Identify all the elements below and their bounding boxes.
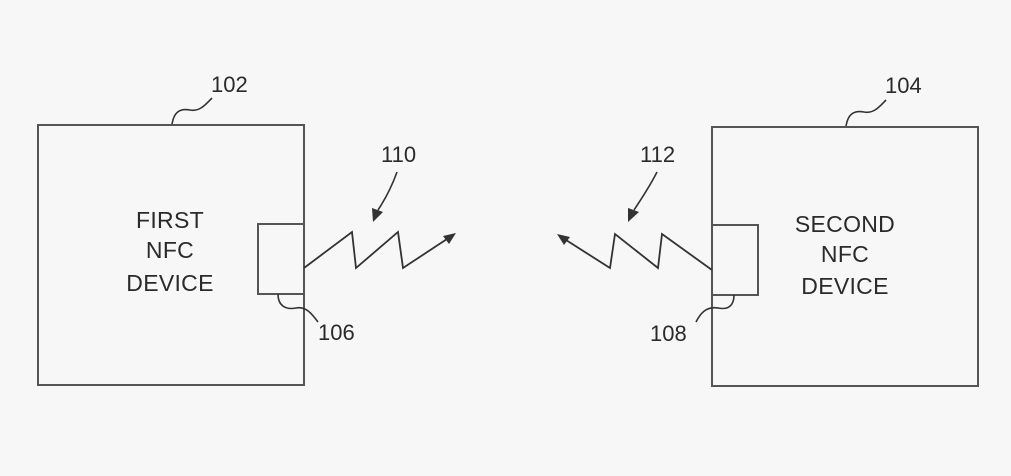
first-antenna-ref: 106 [318, 320, 355, 345]
first-device-label-line-3: DEVICE [126, 270, 213, 296]
second-antenna-ref-leader [695, 294, 735, 323]
first-antenna-box [257, 223, 305, 295]
second-signal-arrowhead [557, 234, 570, 245]
second-device-label-line-2: NFC [821, 241, 869, 267]
first-signal-ref-arrowhead [372, 208, 383, 222]
second-antenna-box [711, 224, 759, 296]
second-nfc-device: SECOND NFC DEVICE 104 108 [650, 73, 979, 387]
second-device-ref: 104 [885, 73, 922, 98]
second-signal-ref: 112 [640, 142, 675, 167]
second-device-label-line-3: DEVICE [801, 273, 888, 299]
second-signal-ref-arrowhead [628, 208, 639, 222]
first-nfc-device: FIRST NFC DEVICE 102 106 [37, 72, 355, 386]
first-antenna-ref-leader [277, 293, 319, 323]
second-signal-zigzag [565, 232, 713, 271]
first-signal-arrowhead [443, 233, 456, 244]
first-signal-zigzag [303, 230, 448, 270]
first-device-ref: 102 [211, 72, 248, 97]
second-device-ref-leader [845, 99, 887, 127]
second-signal-ref-leader [633, 171, 658, 211]
first-device-ref-leader [171, 97, 213, 125]
first-device-label-line-1: FIRST [136, 207, 204, 233]
first-signal-ref-leader [377, 171, 398, 211]
second-signal: 112 [557, 142, 713, 271]
first-device-label-line-2: NFC [146, 237, 194, 263]
first-signal: 110 [303, 142, 456, 270]
first-signal-ref: 110 [381, 142, 416, 167]
second-device-label-line-1: SECOND [795, 211, 895, 237]
second-antenna-ref: 108 [650, 321, 687, 346]
